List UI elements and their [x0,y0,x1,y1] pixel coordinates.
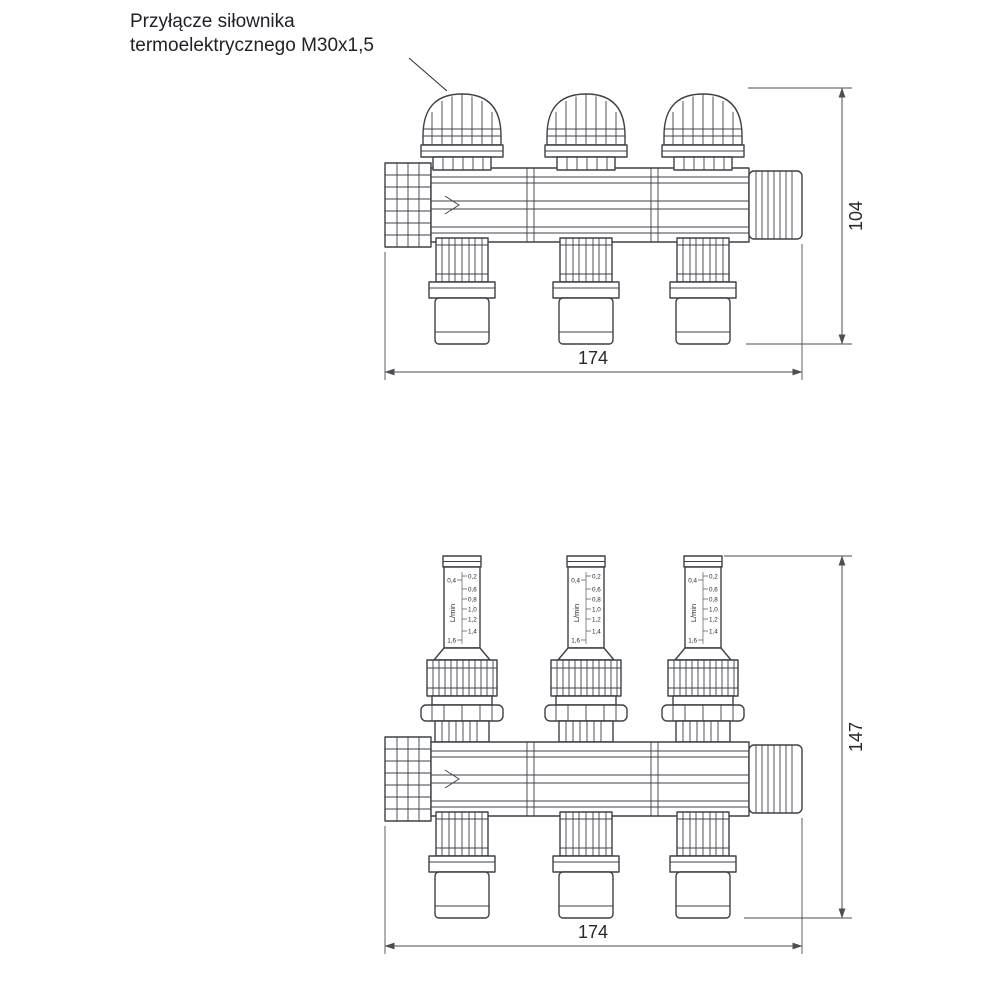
top-view: Przyłącze siłownika termoelektrycznego M… [130,11,866,380]
flow-meter-2 [544,555,628,743]
bottom-view: 147 174 [384,555,866,954]
actuator-connection-cap-1 [420,93,504,171]
actuator-connection-cap-2 [544,93,628,171]
outlet-connection-1 [428,237,496,345]
outlet-connection-6 [669,811,737,919]
annotation-line2: termoelektrycznego M30x1,5 [130,35,374,56]
dimension-width-bottom: 174 [384,818,803,954]
dim-label-height-top: 104 [846,201,866,231]
dim-label-width-bottom: 174 [578,922,608,942]
annotation-line1: Przyłącze siłownika [130,11,295,32]
outlet-connection-4 [428,811,496,919]
flow-meter-1 [420,555,504,743]
outlet-connection-2 [552,237,620,345]
dimension-height-bottom: 147 [724,555,866,919]
dimension-height-top: 104 [746,87,866,345]
dim-label-height-bottom: 147 [846,722,866,752]
dimension-width-top: 174 [384,244,803,380]
flow-meter-3 [661,555,745,743]
outlet-connection-5 [552,811,620,919]
annotation-leader-line [408,57,448,92]
manifold-top-view [384,162,803,248]
dim-label-width-top: 174 [578,348,608,368]
manifold-bottom-view [384,736,803,822]
actuator-connection-cap-3 [661,93,745,171]
outlet-connection-3 [669,237,737,345]
